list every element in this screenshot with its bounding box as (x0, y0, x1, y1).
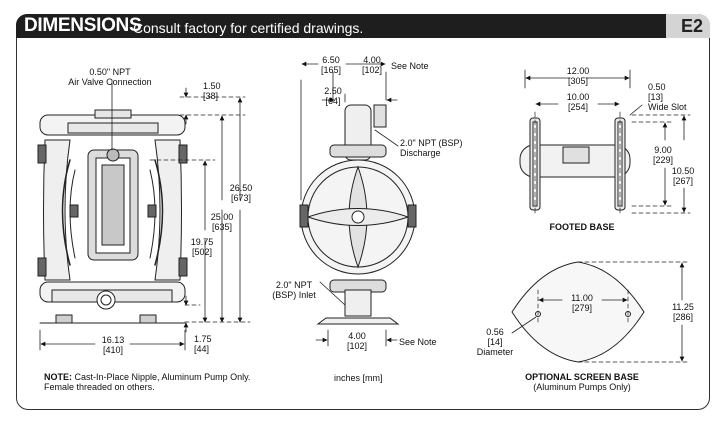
dim-screen-height: 11.25 [286] (672, 302, 694, 322)
page-code: E2 (681, 16, 704, 36)
screen-base-caption: OPTIONAL SCREEN BASE (Aluminum Pumps Onl… (525, 372, 639, 392)
dim-screen-hole-spacing: 11.00 [279] (571, 293, 593, 313)
dim-footed-slot: 0.50 [13] Wide Slot (648, 82, 687, 112)
screen-base-drawing (511, 261, 645, 363)
dim-footed-slot-spacing: 10.00 [254] (566, 92, 590, 112)
see-note-top: See Note (391, 61, 429, 71)
side-view-dimensions (300, 61, 399, 347)
dim-side-overall: 6.50 [165] (320, 55, 342, 75)
footed-base-drawing (519, 111, 631, 217)
page-code-tab (666, 14, 710, 38)
dim-front-width: 16.13 [410] (101, 335, 125, 355)
air-valve-size: 0.50" NPT (89, 67, 131, 77)
note-prefix: NOTE: (44, 372, 72, 382)
dim-front-top-offset: 1.50 [38] (203, 81, 221, 101)
page-title: DIMENSIONS (24, 15, 142, 36)
dim-side-discharge-offset: 2.50 [64] (324, 86, 342, 106)
side-view-pump (299, 104, 417, 325)
dim-front-overall-height: 26.50 [673] (229, 183, 253, 203)
footed-base-dimensions (524, 69, 691, 214)
dim-footed-outer-depth: 10.50 [267] (671, 166, 695, 186)
dim-front-discharge-height: 25.00 [635] (210, 212, 234, 232)
inlet-label: 2.0" NPT (BSP) Inlet (272, 280, 316, 300)
dim-screen-hole-diameter: 0.56 [14] Diameter (476, 327, 514, 357)
dim-footed-inner-depth: 9.00 [229] (652, 145, 674, 165)
dim-front-inlet-height: 19.75 [502] (190, 237, 214, 257)
discharge-label: 2.0" NPT (BSP) Discharge (400, 138, 463, 158)
dim-front-base-offset: 1.75 [44] (194, 334, 212, 354)
air-valve-label: 0.50" NPT Air Valve Connection (60, 67, 160, 87)
dim-side-top-depth: 4.00 [102] (361, 55, 383, 75)
note-line-1: Cast-In-Place Nipple, Aluminum Pump Only… (74, 372, 251, 382)
dim-side-bottom-depth: 4.00 [102] (346, 331, 368, 351)
header-bar (16, 14, 681, 38)
note-line-2: Female threaded on others. (44, 382, 155, 392)
dim-footed-overall-width: 12.00 [305] (566, 66, 590, 86)
front-view-pump (37, 79, 188, 324)
page-subtitle: Consult factory for certified drawings. (133, 20, 364, 36)
footed-base-caption: FOOTED BASE (549, 222, 615, 232)
units-label: inches [mm] (334, 373, 383, 383)
see-note-bottom: See Note (399, 337, 437, 347)
front-view-dimensions (39, 87, 251, 351)
screen-base-dimensions (511, 261, 691, 363)
air-valve-text: Air Valve Connection (68, 77, 152, 87)
note-block: NOTE: Cast-In-Place Nipple, Aluminum Pum… (44, 372, 250, 392)
